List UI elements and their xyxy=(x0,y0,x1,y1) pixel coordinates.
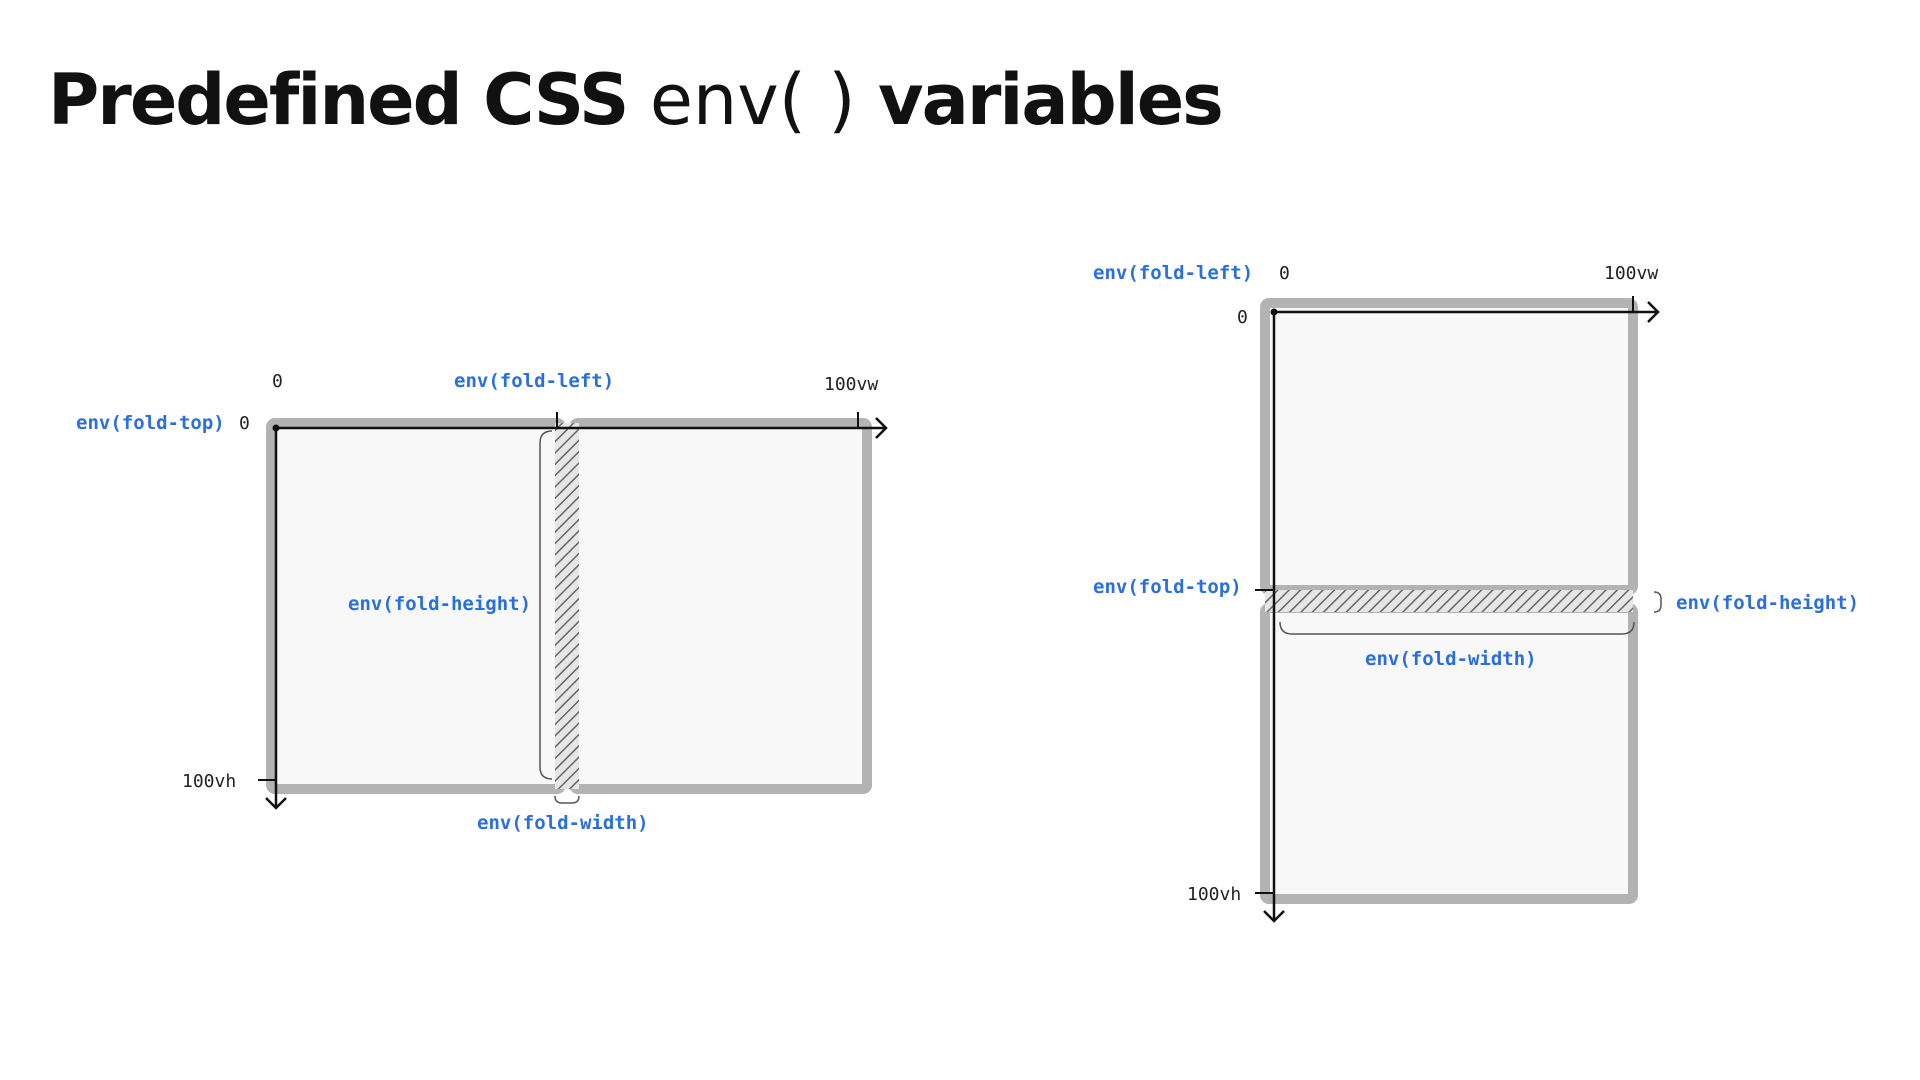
title-code: env( ) xyxy=(649,59,856,141)
slide-title: Predefined CSS env( ) variables xyxy=(48,58,1224,142)
vertical-fold-hinge xyxy=(555,423,579,789)
title-tail: variables xyxy=(877,59,1224,141)
left-fold-width-label: env(fold-width) xyxy=(477,812,649,834)
right-screen-pane xyxy=(569,418,872,794)
title-main: Predefined CSS xyxy=(48,59,629,141)
left-x-end-label: 100vw xyxy=(824,374,878,395)
x-axis-arrow-icon xyxy=(1647,301,1660,323)
right-y-origin-label: 0 xyxy=(1237,307,1248,328)
fold-width-bracket xyxy=(1279,621,1635,635)
right-fold-height-label: env(fold-height) xyxy=(1676,592,1859,614)
right-fold-top-label: env(fold-top) xyxy=(1093,576,1242,598)
origin-dot xyxy=(272,424,280,432)
left-x-origin-label: 0 xyxy=(272,371,283,392)
top-screen-pane xyxy=(1260,298,1638,595)
origin-dot xyxy=(1270,308,1278,316)
right-fold-left-label: env(fold-left) xyxy=(1093,262,1253,284)
fold-width-bracket xyxy=(554,795,580,804)
right-x-end-label: 100vw xyxy=(1604,263,1658,284)
left-fold-left-label: env(fold-left) xyxy=(454,370,614,392)
right-fold-width-label: env(fold-width) xyxy=(1365,648,1537,670)
horizontal-fold-hinge xyxy=(1265,590,1633,612)
left-diagram: 0 env(fold-left) 100vw env(fold-top) 0 e… xyxy=(76,370,888,834)
fold-height-bracket xyxy=(1653,591,1662,613)
left-fold-top-label: env(fold-top) xyxy=(76,412,225,434)
left-y-origin-label: 0 xyxy=(239,413,250,434)
right-diagram: env(fold-left) 0 100vw 0 env(fold-top) e… xyxy=(1093,262,1859,923)
y-axis-arrow-icon xyxy=(1263,910,1285,923)
right-x-origin-label: 0 xyxy=(1279,263,1290,284)
y-axis-arrow-icon xyxy=(265,797,287,810)
left-fold-height-label: env(fold-height) xyxy=(348,593,531,615)
left-y-end-label: 100vh xyxy=(182,771,236,792)
x-axis-arrow-icon xyxy=(875,417,888,439)
right-y-end-label: 100vh xyxy=(1187,884,1241,905)
fold-height-bracket xyxy=(539,430,553,780)
